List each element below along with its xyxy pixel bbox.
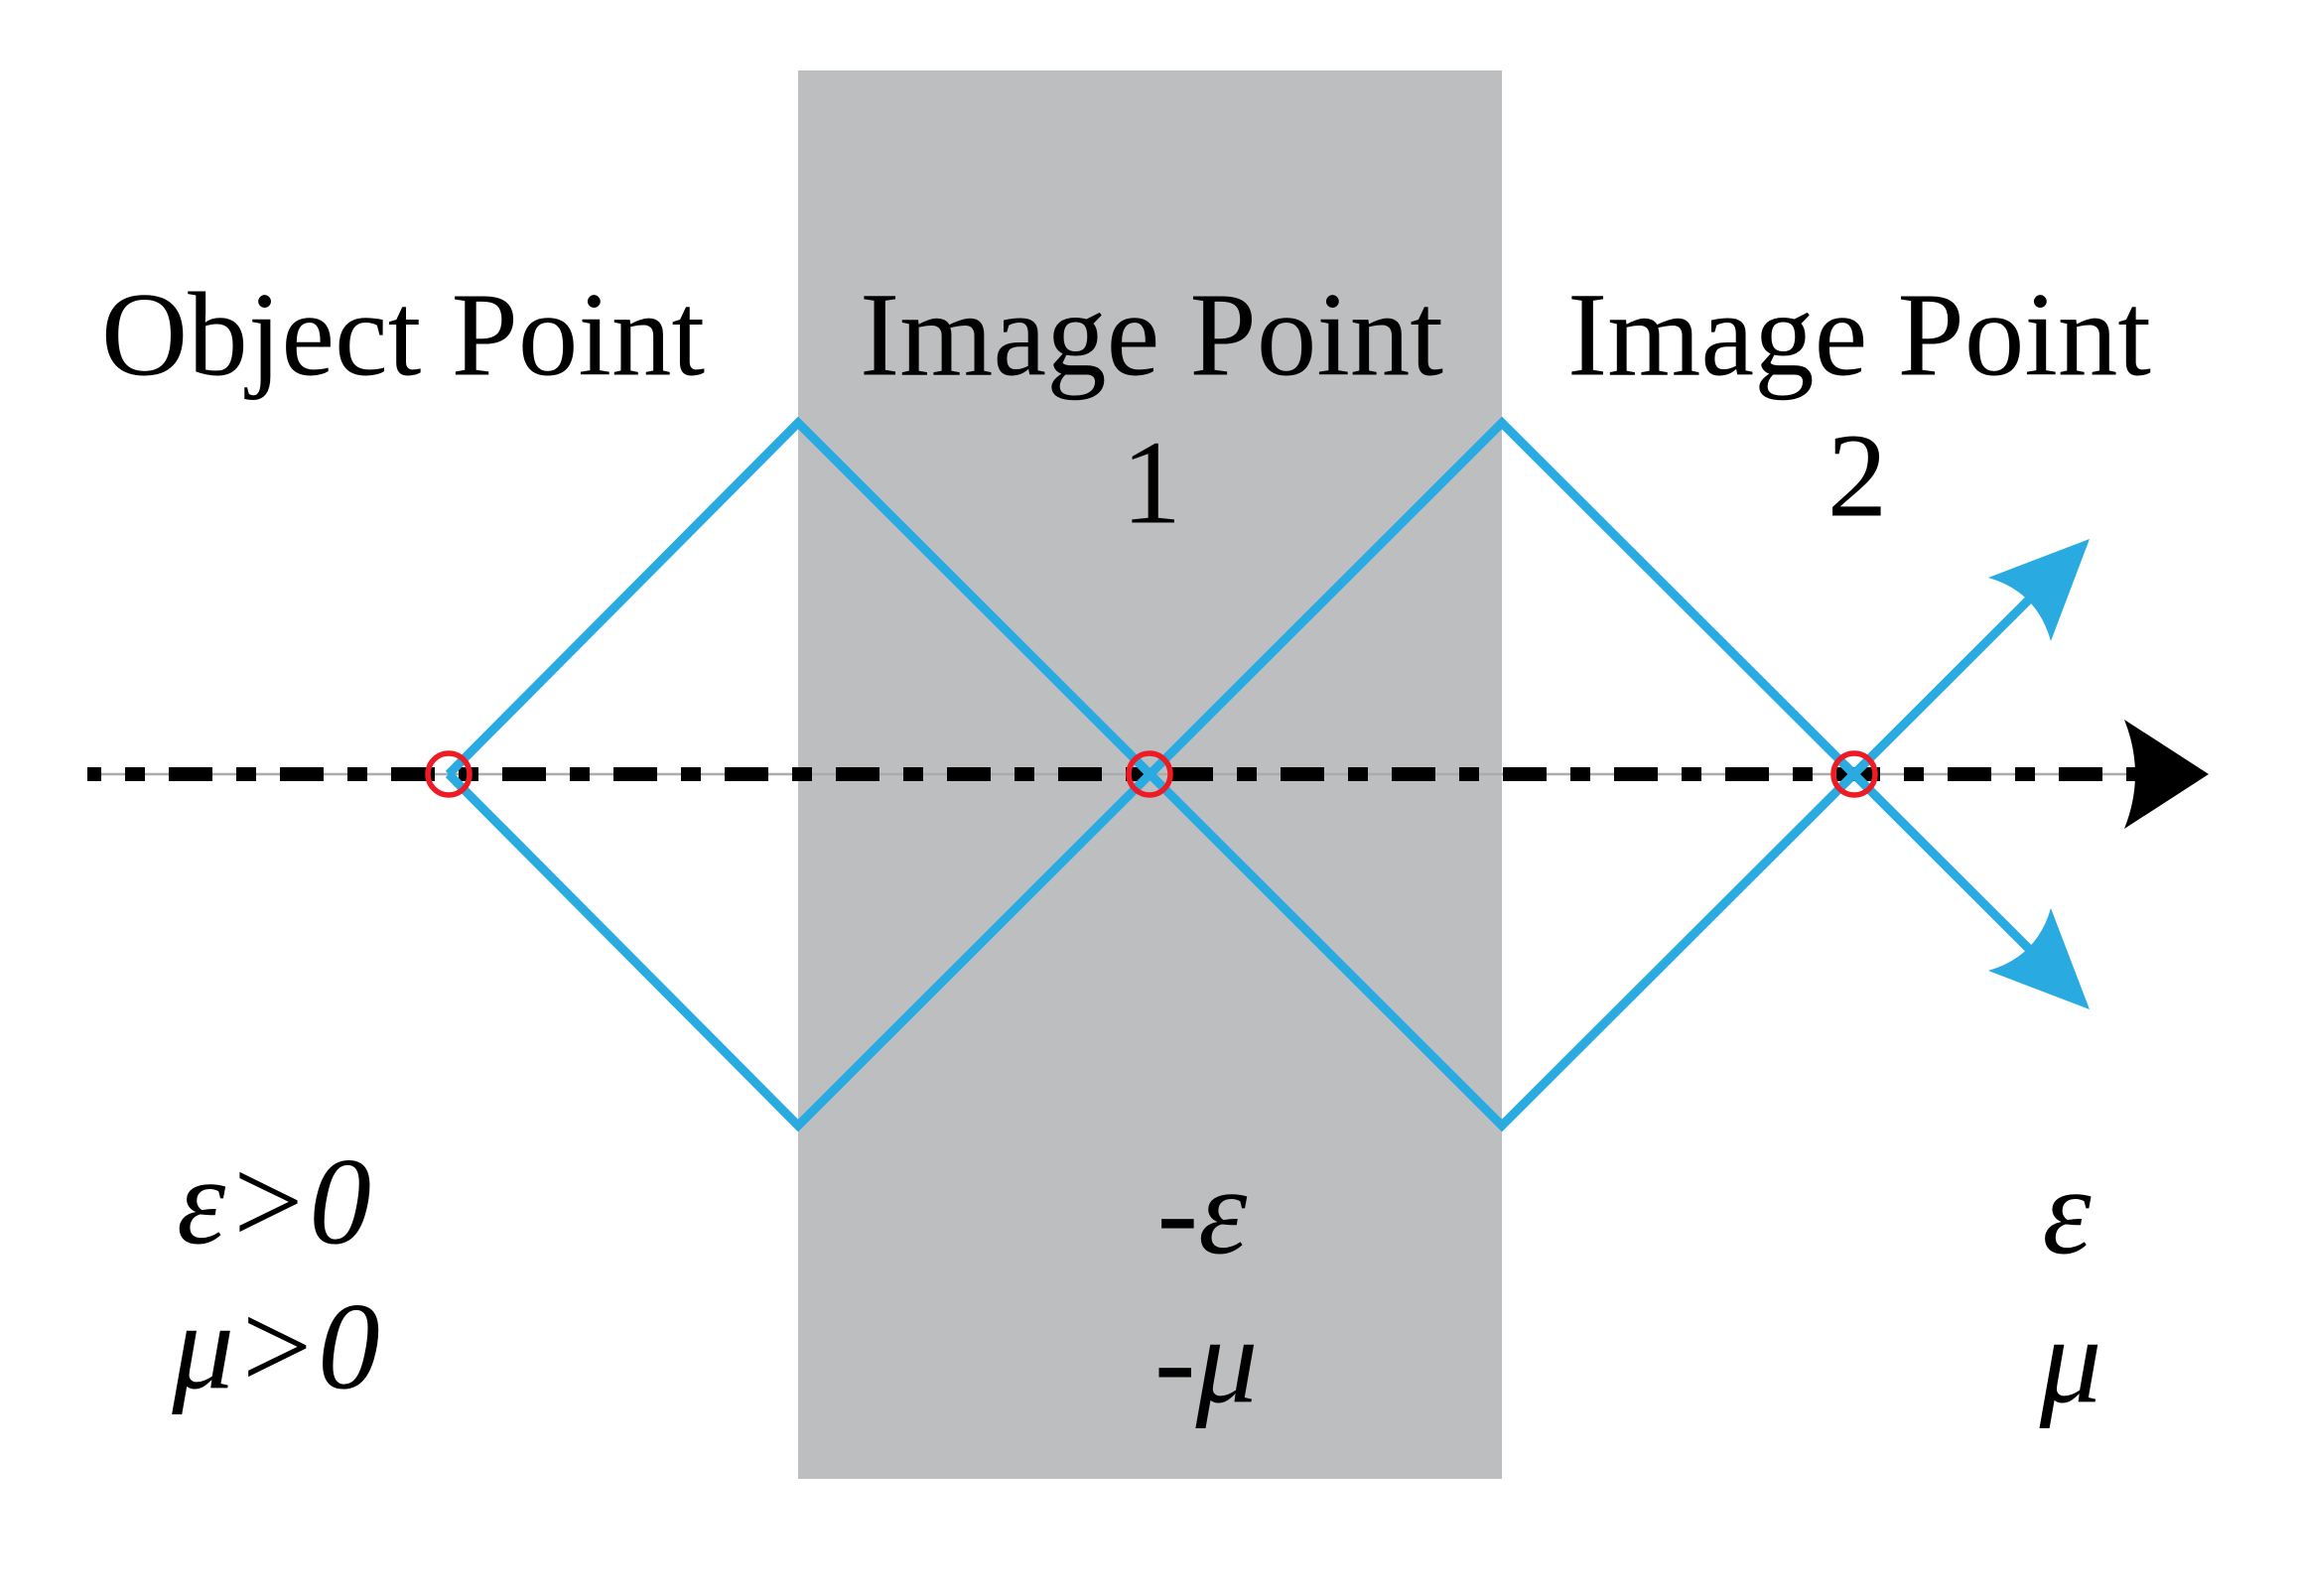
- right-medium-mu-label: μ: [2039, 1292, 2102, 1430]
- light-ray-lower-path: [445, 416, 2039, 1132]
- ray-arrowhead-down-icon: [1988, 908, 2090, 1009]
- image-point-2-marker: [1830, 750, 1878, 798]
- left-medium-mu-label: μ>0: [172, 1278, 380, 1416]
- object-point-marker: [425, 750, 473, 798]
- image-point-1-marker: [1126, 750, 1173, 798]
- ray-arrowhead-up-icon: [1988, 539, 2090, 641]
- object-point-title: Object Point: [100, 268, 706, 402]
- axis-arrowhead-icon: [2124, 720, 2209, 829]
- image-point-1-title: Image Point: [859, 268, 1444, 402]
- left-medium-epsilon-label: ε>0: [176, 1133, 372, 1271]
- image-point-2-number: 2: [1826, 409, 1888, 543]
- image-point-2-title: Image Point: [1566, 268, 2152, 402]
- slab-medium-epsilon-label: -ε: [1156, 1143, 1248, 1281]
- slab-medium-mu-label: -μ: [1153, 1292, 1259, 1430]
- right-medium-epsilon-label: ε: [2042, 1143, 2092, 1281]
- image-point-1-number: 1: [1121, 416, 1182, 550]
